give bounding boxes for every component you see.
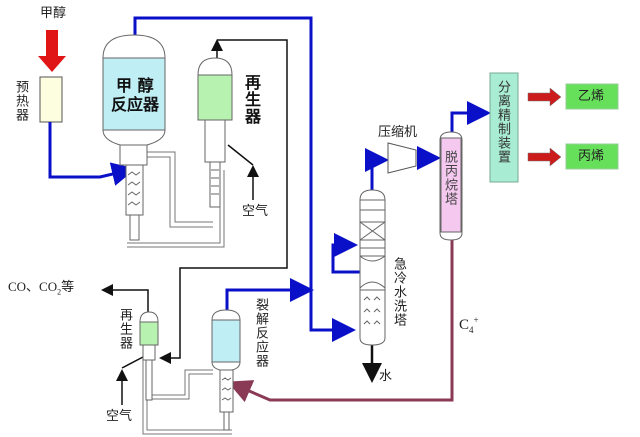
- methanol-feed-arrow: [38, 30, 66, 72]
- cracking-reactor-label: 裂解反应器: [253, 298, 268, 368]
- regenerator-2: [139, 311, 159, 401]
- depropanizer-label: 脱丙烷塔: [442, 150, 457, 206]
- separation-unit: [489, 72, 519, 183]
- air-1-label: 空气: [242, 204, 269, 219]
- product-arrows: [527, 87, 562, 167]
- compressor: [387, 142, 417, 174]
- water-label: 水: [379, 369, 393, 384]
- propylene-box: [565, 143, 619, 170]
- cracking-reactor: [211, 309, 241, 431]
- methanol-reactor-label-2: 反应器: [111, 95, 160, 114]
- ethylene-box: [565, 83, 619, 110]
- ethylene-label: 乙烯: [578, 89, 605, 104]
- catalyst-lines: [101, 39, 382, 405]
- methanol-reactor-label-1: 甲 醇: [116, 76, 154, 95]
- propylene-label: 丙烯: [578, 149, 605, 164]
- c4-plus-label: C4+: [459, 315, 479, 335]
- quench-tower-label: 急冷水洗塔: [391, 257, 406, 327]
- flue-gas-label: CO、CO2等: [8, 279, 75, 297]
- depropanizer-tower: [439, 131, 463, 241]
- methanol-reactor: [102, 34, 166, 241]
- separation-unit-label: 分离精制装置: [495, 80, 510, 164]
- regenerator-1-label: 再生器: [242, 74, 261, 125]
- preheater: [39, 76, 63, 123]
- regenerator-2-label: 再生器: [117, 308, 132, 350]
- reactor-effluent-line: [133, 16, 356, 342]
- methanol-feed-label: 甲醇: [40, 6, 67, 21]
- air-2-label: 空气: [106, 409, 133, 424]
- c4-recycle-line: [227, 240, 454, 403]
- compressor-label: 压缩机: [378, 125, 418, 140]
- tower-to-compressor-line: [365, 148, 389, 192]
- regenerator-1: [197, 57, 233, 208]
- cracker-effluent-line: [225, 278, 314, 312]
- preheater-label: 预热器: [13, 80, 28, 122]
- feed-to-reactor-line: [48, 122, 136, 186]
- depropanizer-to-separation-line: [450, 101, 491, 132]
- quench-tower: [359, 189, 386, 346]
